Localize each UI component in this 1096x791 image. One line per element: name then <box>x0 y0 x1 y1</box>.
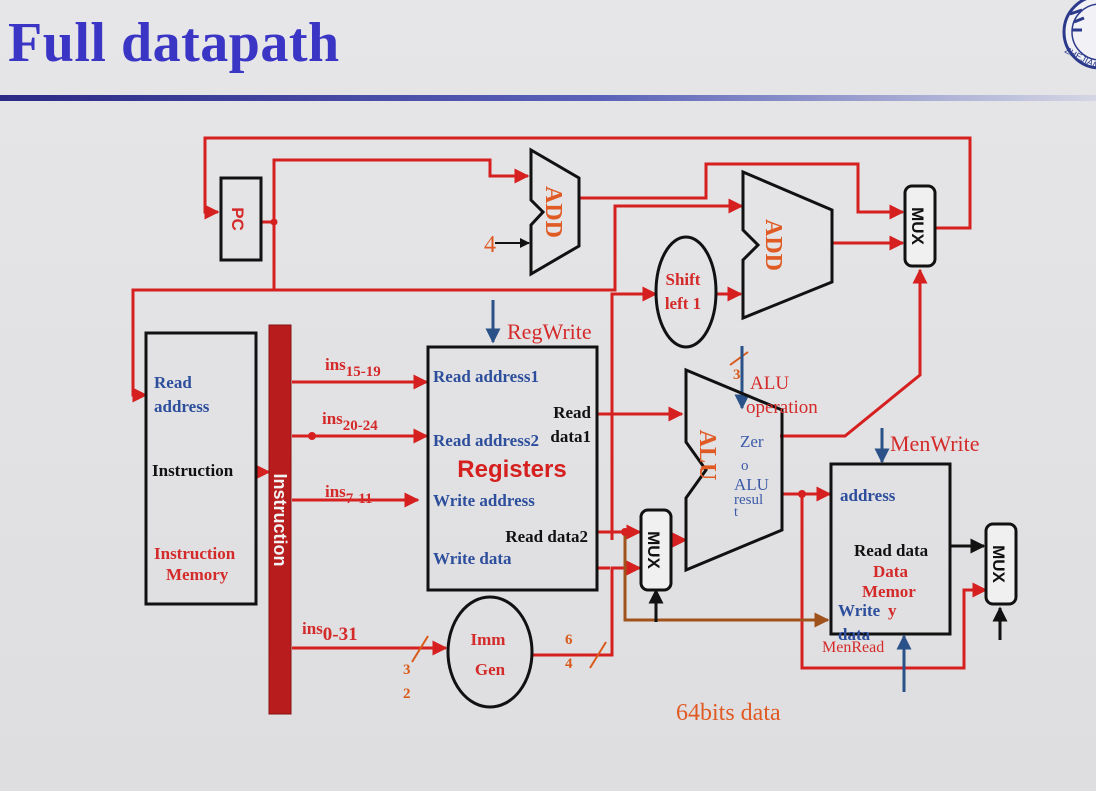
alu-result-c: t <box>734 505 738 520</box>
mux-alu-source: MUX <box>639 508 673 592</box>
width-64-a: 6 <box>565 632 573 648</box>
reg-read-data1-b: data1 <box>550 427 591 446</box>
regwrite-label: RegWrite <box>507 319 592 344</box>
adder-pc-plus-four: ADD 4 <box>484 147 581 277</box>
university-seal-logo: ZHEJIANG <box>1062 0 1096 75</box>
dmem-name-3: y <box>888 601 897 620</box>
wire-pc-to-add1 <box>262 158 530 224</box>
dmem-read-data-label: Read data <box>854 541 929 560</box>
reg-write-data: Write data <box>433 549 512 568</box>
shift-left-unit: Shift left 1 <box>654 235 718 349</box>
reg-read-data1-a: Read <box>553 403 591 422</box>
dmem-name-2: Memor <box>862 582 916 601</box>
wire-rd2-to-dmem <box>623 532 830 628</box>
imem-read-label: Read <box>154 373 192 392</box>
alu-zero-a: Zer <box>740 432 764 451</box>
dmem-name-1: Data <box>873 562 908 581</box>
data-memory: address Read data Data Memor y Write dat… <box>829 462 952 644</box>
imem-name-2: Memory <box>166 565 229 584</box>
mux-writeback: MUX <box>984 522 1018 606</box>
instruction-bus-label: Instruction <box>270 474 290 567</box>
reg-read-address1: Read address1 <box>433 367 539 386</box>
add1-label: ADD <box>540 186 566 238</box>
register-file: Read address1 Read address2 Registers Wr… <box>426 345 599 592</box>
pc-label: PC <box>228 207 247 231</box>
wire-zero-to-mux <box>780 268 928 438</box>
junction-dot <box>308 432 316 440</box>
data-width-note: 64bits data <box>676 700 781 726</box>
imm-gen-label-2: Gen <box>475 660 506 679</box>
alu-label: ALU <box>694 430 720 481</box>
ins-20-24-label: ins20-24 <box>322 409 378 434</box>
wire-pc-to-add2 <box>274 198 744 292</box>
bus-width-slash-32 <box>411 635 429 663</box>
mux-top-label: MUX <box>908 207 927 245</box>
slide-title: Full datapath <box>8 12 340 74</box>
shift-label-1: Shift <box>666 270 701 289</box>
control-signals <box>485 300 1008 692</box>
instruction-bus: Instruction <box>268 324 292 715</box>
junction-dot <box>270 218 278 226</box>
imm-gen-label-1: Imm <box>471 630 506 649</box>
reg-read-address2: Read address2 <box>433 431 539 450</box>
imem-instruction-label: Instruction <box>152 461 234 480</box>
wire-add1-to-mux <box>580 162 905 220</box>
ins-7-11-label: ins7-11 <box>325 482 372 507</box>
dmem-write-a: Write <box>838 601 881 620</box>
imem-address-label: address <box>154 397 210 416</box>
bus-width-slash-64 <box>589 641 607 669</box>
alu: ALU Zer o ALU resul t <box>684 367 784 573</box>
memwrite-label: MenWrite <box>890 431 980 456</box>
ins-15-19-label: ins15-19 <box>325 355 381 380</box>
alu-result-b: resul <box>734 492 763 508</box>
width-32-a: 3 <box>403 662 411 678</box>
pc-register: PC <box>219 176 263 262</box>
add2-label: ADD <box>760 219 786 271</box>
mux-alu-label: MUX <box>644 531 663 569</box>
alu-zero-b: o <box>741 458 749 474</box>
title-rule <box>0 95 1096 101</box>
shift-label-2: left 1 <box>665 294 701 313</box>
width-64-b: 4 <box>565 656 573 672</box>
junction-dot <box>798 490 806 498</box>
mux-wb-label: MUX <box>989 545 1008 583</box>
instruction-memory: Read address Instruction Instruction Mem… <box>144 331 258 606</box>
alu-operation-label-b: operation <box>746 397 818 418</box>
imm-gen: Imm Gen <box>446 595 534 709</box>
dmem-write-b: data <box>838 625 871 644</box>
mux-pc-source: MUX <box>903 184 937 268</box>
imem-name-1: Instruction <box>154 544 236 563</box>
ins-0-31-label: ins0-31 <box>302 619 358 645</box>
registers-name: Registers <box>457 456 566 483</box>
alu-width-label: 3 <box>733 367 741 383</box>
instruction-field-labels: ins15-19 ins20-24 ins7-11 ins0-31 <box>302 355 381 645</box>
dmem-address-label: address <box>840 486 896 505</box>
junction-dot <box>621 528 629 536</box>
adder-branch-target: ADD <box>741 169 834 321</box>
width-32-b: 2 <box>403 686 411 702</box>
alu-operation-label-a: ALU <box>750 373 789 394</box>
wire-imm-to-shift <box>610 286 658 540</box>
junction-dots <box>270 218 806 536</box>
wire-pc-feedback <box>203 136 972 230</box>
reg-read-data2: Read data2 <box>505 527 588 546</box>
const-four-label: 4 <box>484 232 496 258</box>
memread-label: MenRead <box>822 639 884 656</box>
alu-op-width-slash <box>729 351 749 366</box>
reg-write-address: Write address <box>433 491 535 510</box>
wire-pc-to-imem <box>131 222 276 403</box>
alu-result-a: ALU <box>734 475 769 494</box>
wire-alu-to-wbmux <box>800 494 988 670</box>
